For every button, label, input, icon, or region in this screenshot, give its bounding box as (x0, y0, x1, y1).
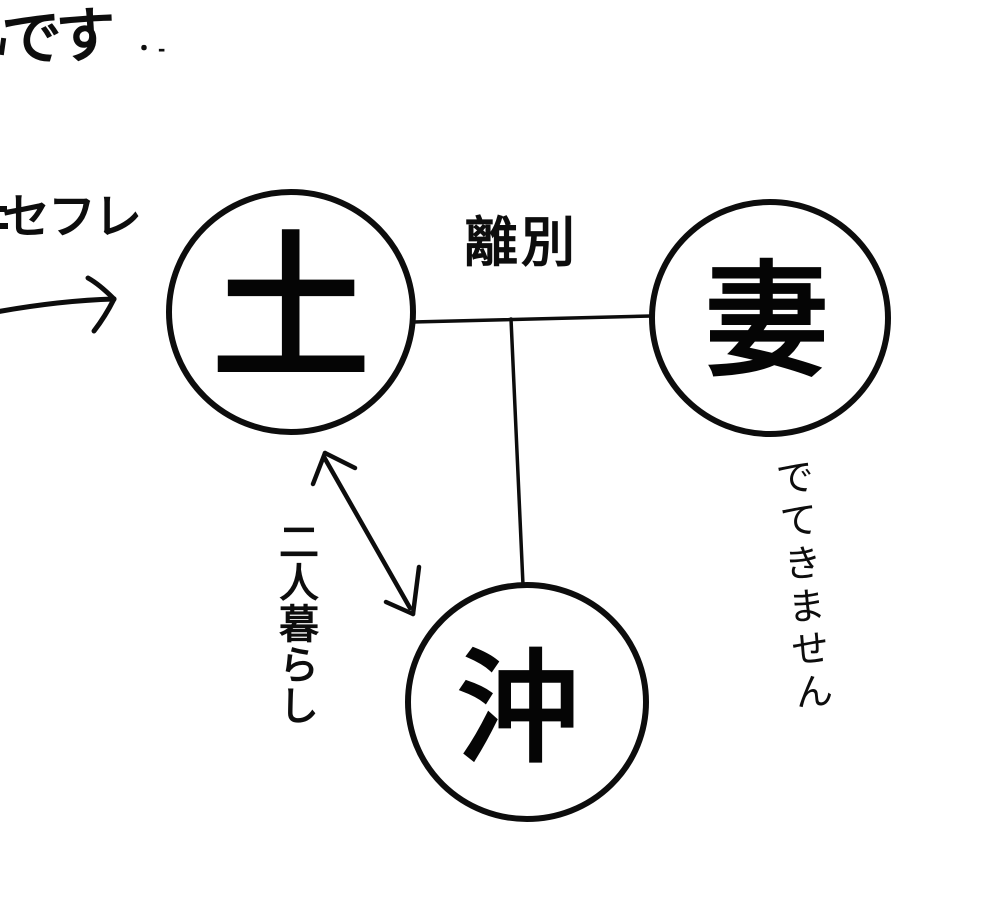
arrow-from-sefure (0, 275, 117, 334)
node-label-tsuchi: 土 (212, 222, 370, 398)
node-label-tsuma: 妻 (704, 253, 830, 391)
node-label-oki: 沖 (457, 641, 579, 777)
top-note-text: です (0, 1, 112, 74)
connector-tsuchi-tsuma (411, 314, 653, 324)
connector-branch-to-oki (509, 317, 525, 587)
sefure-label: セフレ (2, 191, 142, 244)
top-note-pen-marks: ・‐ (133, 36, 169, 61)
living-together-label: 二人暮らし (273, 521, 317, 726)
separation-label: 離別 (464, 213, 578, 273)
node-circle-tsuma (649, 199, 891, 437)
node-circle-oki (405, 582, 649, 822)
node-circle-tsuchi (166, 189, 416, 435)
cutoff-ink-fragment-sefure-2 (0, 223, 8, 229)
cutoff-ink-fragment-sefure-1 (0, 206, 7, 212)
double-arrow-tsuchi-oki (310, 450, 422, 617)
